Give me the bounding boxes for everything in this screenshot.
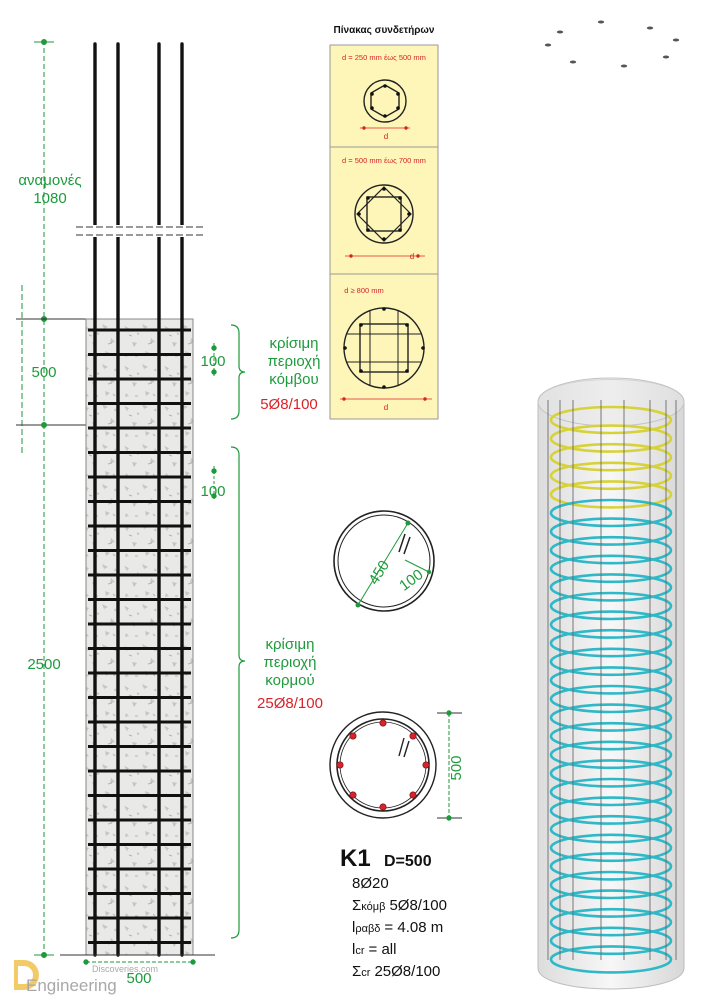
anamones-label: αναμονές (18, 172, 81, 189)
stirrup-shape-detail: 450 100 (333, 510, 435, 612)
stirrup-square-detail (354, 184, 414, 244)
hoop-3d (549, 926, 673, 956)
hoop-3d (549, 666, 673, 695)
rebar-dots (336, 719, 430, 811)
row2-d-symbol: d (410, 252, 414, 261)
anamones-value: 1080 (33, 190, 66, 207)
spec-diameter: D=500 (384, 853, 432, 870)
stirrup-dim-100: 100 (396, 566, 426, 594)
hoop-3d (549, 461, 673, 491)
spacing-100-top: 100 (200, 353, 225, 370)
row1-d-symbol: d (384, 132, 388, 141)
hoop-3d (549, 777, 673, 807)
watermark-top: Discoveries.com (92, 964, 158, 974)
hoop-3d (549, 945, 673, 974)
rod-3d-tip (646, 26, 654, 30)
rod-3d-tip (672, 38, 680, 42)
node-zone-dimension (16, 285, 90, 455)
bottom-dimension (83, 959, 196, 965)
stirrup-dim-450: 450 (365, 557, 393, 587)
spacing-100-mid: 100 (200, 483, 225, 500)
zone1-line3: κόμβου (269, 371, 318, 388)
rod-3d-tip (662, 55, 670, 59)
spec-title: K1 (340, 845, 371, 872)
rod-3d-tip (620, 64, 628, 68)
break-mark (76, 225, 205, 237)
watermark-logo: Discoveries.com Engineering (14, 960, 158, 995)
stirrup-lines (88, 328, 191, 944)
hoop-3d (549, 814, 673, 844)
rod-3d-tip (597, 20, 605, 24)
hoop-3d (549, 907, 673, 937)
spec-lcr: lcr= all (352, 941, 396, 958)
hoop-3d (549, 647, 673, 677)
spec-lrabd: lραβδ= 4.08 m (352, 919, 443, 936)
hoop-3d (549, 535, 673, 565)
row3-d-symbol: d (384, 403, 388, 412)
dim-top-500: 500 (31, 364, 56, 381)
column-elevation: αναμονές 1080 500 2500 500 100 100 κρίσι… (16, 39, 323, 987)
zone2-line1: κρίσιμη (266, 636, 315, 653)
rod-3d-tip (544, 43, 552, 47)
hoop-3d (549, 480, 673, 509)
zone2-line3: κορμού (265, 672, 314, 689)
hoop-3d (549, 498, 673, 528)
hoop-3d (549, 405, 673, 435)
row2-label: d = 500 mm έως 700 mm (342, 156, 426, 165)
hoop-3d (549, 889, 673, 918)
hoop-3d (549, 442, 673, 472)
hoop-3d (549, 591, 673, 621)
hoop-3d (549, 684, 673, 714)
stirrup-large-detail (343, 307, 425, 389)
hoop-3d (549, 554, 673, 584)
zone1-line2: περιοχή (267, 353, 320, 370)
zone2-spec: 25Ø8/100 (257, 695, 323, 712)
dim-bottom-500: 500 (126, 970, 151, 987)
rod-3d-tip (569, 60, 577, 64)
spiral-stirrups-3d (549, 405, 673, 974)
hoop-3d (549, 852, 673, 881)
rods-3d-inside (547, 400, 677, 960)
row1-label: d = 250 mm έως 500 mm (342, 53, 426, 62)
hoop-3d (549, 628, 673, 658)
hoop-3d (549, 759, 673, 788)
stirrup-table: Πίνακας συνδετήρων d = 250 mm έως 500 mm… (329, 25, 439, 420)
rod-3d-tip (556, 30, 564, 34)
hoop-3d (549, 703, 673, 732)
hoop-3d (549, 424, 673, 453)
hoop-3d (549, 796, 673, 825)
zone-braces (230, 324, 246, 939)
hoop-3d (549, 573, 673, 602)
table-title: Πίνακας συνδετήρων (334, 25, 435, 36)
spec-bars: 8Ø20 (352, 875, 389, 892)
hoop-3d (549, 833, 673, 863)
hoop-3d (549, 870, 673, 900)
column-3d-view (537, 19, 685, 990)
stirrup-hexagon-detail (363, 79, 407, 123)
zone2-line2: περιοχή (263, 654, 316, 671)
watermark-bottom: Engineering (26, 976, 117, 995)
vertical-rebars (93, 42, 184, 957)
dim-2500: 2500 (27, 656, 60, 673)
hoop-3d (549, 721, 673, 751)
hoop-3d (549, 740, 673, 770)
cross-section: 500 (329, 710, 465, 821)
concrete-column (85, 318, 194, 956)
hoop-3d (549, 610, 673, 639)
row3-label: d ≥ 800 mm (344, 286, 384, 295)
zone1-spec: 5Ø8/100 (260, 396, 318, 413)
hoop-3d (549, 517, 673, 546)
section-dim-500: 500 (448, 755, 465, 780)
zone1-line1: κρίσιμη (270, 335, 319, 352)
spacing-markers (211, 343, 217, 500)
